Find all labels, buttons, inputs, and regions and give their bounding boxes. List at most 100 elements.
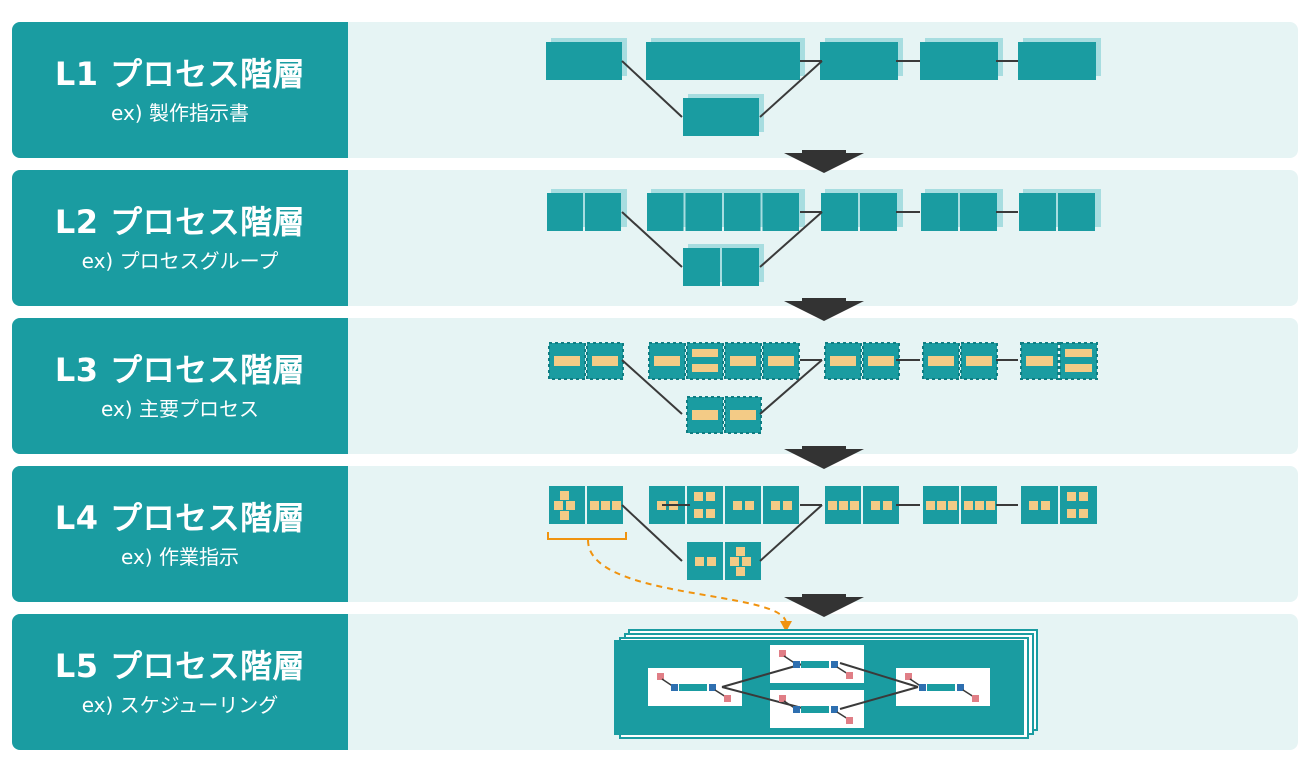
- process-group-cell: [960, 193, 997, 231]
- task-bar: [692, 364, 718, 372]
- task-square: [1079, 492, 1088, 501]
- schedule-connector: [839, 686, 919, 710]
- task-square: [566, 501, 575, 510]
- task-square: [733, 501, 742, 510]
- down-arrow-2-3-stem: [802, 298, 846, 302]
- task-square: [706, 509, 715, 518]
- task-square: [694, 492, 703, 501]
- task-square: [975, 501, 984, 510]
- process-group-cell: [724, 193, 761, 231]
- level-example-4: ex) 作業指示: [121, 545, 239, 569]
- task-bar: [830, 356, 856, 366]
- task-square: [694, 509, 703, 518]
- level-label-3: L3 プロセス階層 ex) 主要プロセス: [12, 318, 348, 454]
- task-square: [560, 511, 569, 520]
- task-square: [742, 557, 751, 566]
- down-arrow-4-5: [784, 597, 864, 617]
- task-square: [948, 501, 957, 510]
- process-group-cell: [821, 193, 858, 231]
- schedule-node-red: [846, 672, 853, 679]
- task-square: [736, 547, 745, 556]
- level-example-1: ex) 製作指示書: [111, 101, 249, 125]
- process-group-cell: [685, 193, 722, 231]
- work-instruction-cell: [725, 486, 761, 524]
- task-bar: [928, 356, 954, 366]
- task-square: [745, 501, 754, 510]
- task-square: [839, 501, 848, 510]
- schedule-node-red: [657, 673, 664, 680]
- process-group-cell: [547, 193, 583, 231]
- level-title-3: L3 プロセス階層: [54, 351, 306, 389]
- task-square: [707, 557, 716, 566]
- schedule-node-blue: [793, 706, 800, 713]
- task-square: [883, 501, 892, 510]
- schedule-task-bar: [679, 684, 707, 691]
- schedule-node-red: [779, 695, 786, 702]
- schedule-node-blue: [793, 661, 800, 668]
- process-group-cell: [762, 193, 799, 231]
- schedule-node-red: [779, 650, 786, 657]
- connector-line-l1: [759, 60, 823, 118]
- level-row-3: L3 プロセス階層 ex) 主要プロセス: [12, 318, 1298, 454]
- highlight-bracket: [547, 532, 627, 540]
- schedule-node-blue: [709, 684, 716, 691]
- task-bar: [1026, 356, 1053, 366]
- task-square: [937, 501, 946, 510]
- down-arrow-2-3: [784, 301, 864, 321]
- schedule-node-red: [846, 717, 853, 724]
- task-bar: [730, 410, 756, 420]
- main-process-cell: [686, 342, 724, 380]
- schedule-node-blue: [919, 684, 926, 691]
- connector-line-l3: [621, 359, 683, 415]
- schedule-node-blue: [831, 661, 838, 668]
- process-box-l1: [546, 42, 622, 80]
- schedule-node-red: [972, 695, 979, 702]
- schedule-task-bar: [801, 706, 829, 713]
- task-square: [986, 501, 995, 510]
- schedule-node-blue: [831, 706, 838, 713]
- process-group-cell: [722, 248, 759, 286]
- process-group-cell: [683, 248, 720, 286]
- task-square: [926, 501, 935, 510]
- process-box-l1: [820, 42, 898, 80]
- process-box-l1: [1018, 42, 1096, 80]
- level-example-5: ex) スケジューリング: [81, 693, 279, 717]
- work-instruction-cell: [1021, 486, 1058, 524]
- task-square: [1041, 501, 1050, 510]
- level-title-4: L4 プロセス階層: [54, 499, 306, 537]
- level-example-2: ex) プロセスグループ: [81, 249, 279, 273]
- level-label-5: L5 プロセス階層 ex) スケジューリング: [12, 614, 348, 750]
- schedule-task-bar: [927, 684, 955, 691]
- task-bar: [868, 356, 894, 366]
- level-label-1: L1 プロセス階層 ex) 製作指示書: [12, 22, 348, 158]
- task-bar: [1065, 349, 1092, 357]
- task-square: [612, 501, 621, 510]
- down-arrow-3-4-stem: [802, 446, 846, 450]
- down-arrow-1-2: [784, 153, 864, 173]
- process-group-cell: [1019, 193, 1056, 231]
- work-instruction-cell: [863, 486, 899, 524]
- task-square: [964, 501, 973, 510]
- task-square: [554, 501, 563, 510]
- process-group-cell: [1058, 193, 1095, 231]
- connector-line-l4: [621, 504, 683, 562]
- task-bar: [730, 356, 756, 366]
- level-title-5: L5 プロセス階層: [54, 647, 306, 685]
- task-bar: [654, 356, 680, 366]
- process-group-cell: [860, 193, 897, 231]
- task-square: [601, 501, 610, 510]
- down-arrow-1-2-stem: [802, 150, 846, 154]
- process-box-l1: [646, 42, 800, 80]
- task-bar: [554, 356, 580, 366]
- task-square: [1029, 501, 1038, 510]
- task-square: [828, 501, 837, 510]
- level-title-2: L2 プロセス階層: [54, 203, 306, 241]
- task-square: [1079, 509, 1088, 518]
- work-instruction-cell: [763, 486, 799, 524]
- process-box-l1: [683, 98, 759, 136]
- schedule-connector: [721, 662, 807, 688]
- work-instruction-cell: [1060, 486, 1097, 524]
- task-square: [657, 501, 666, 510]
- connector-line-l3: [759, 359, 823, 415]
